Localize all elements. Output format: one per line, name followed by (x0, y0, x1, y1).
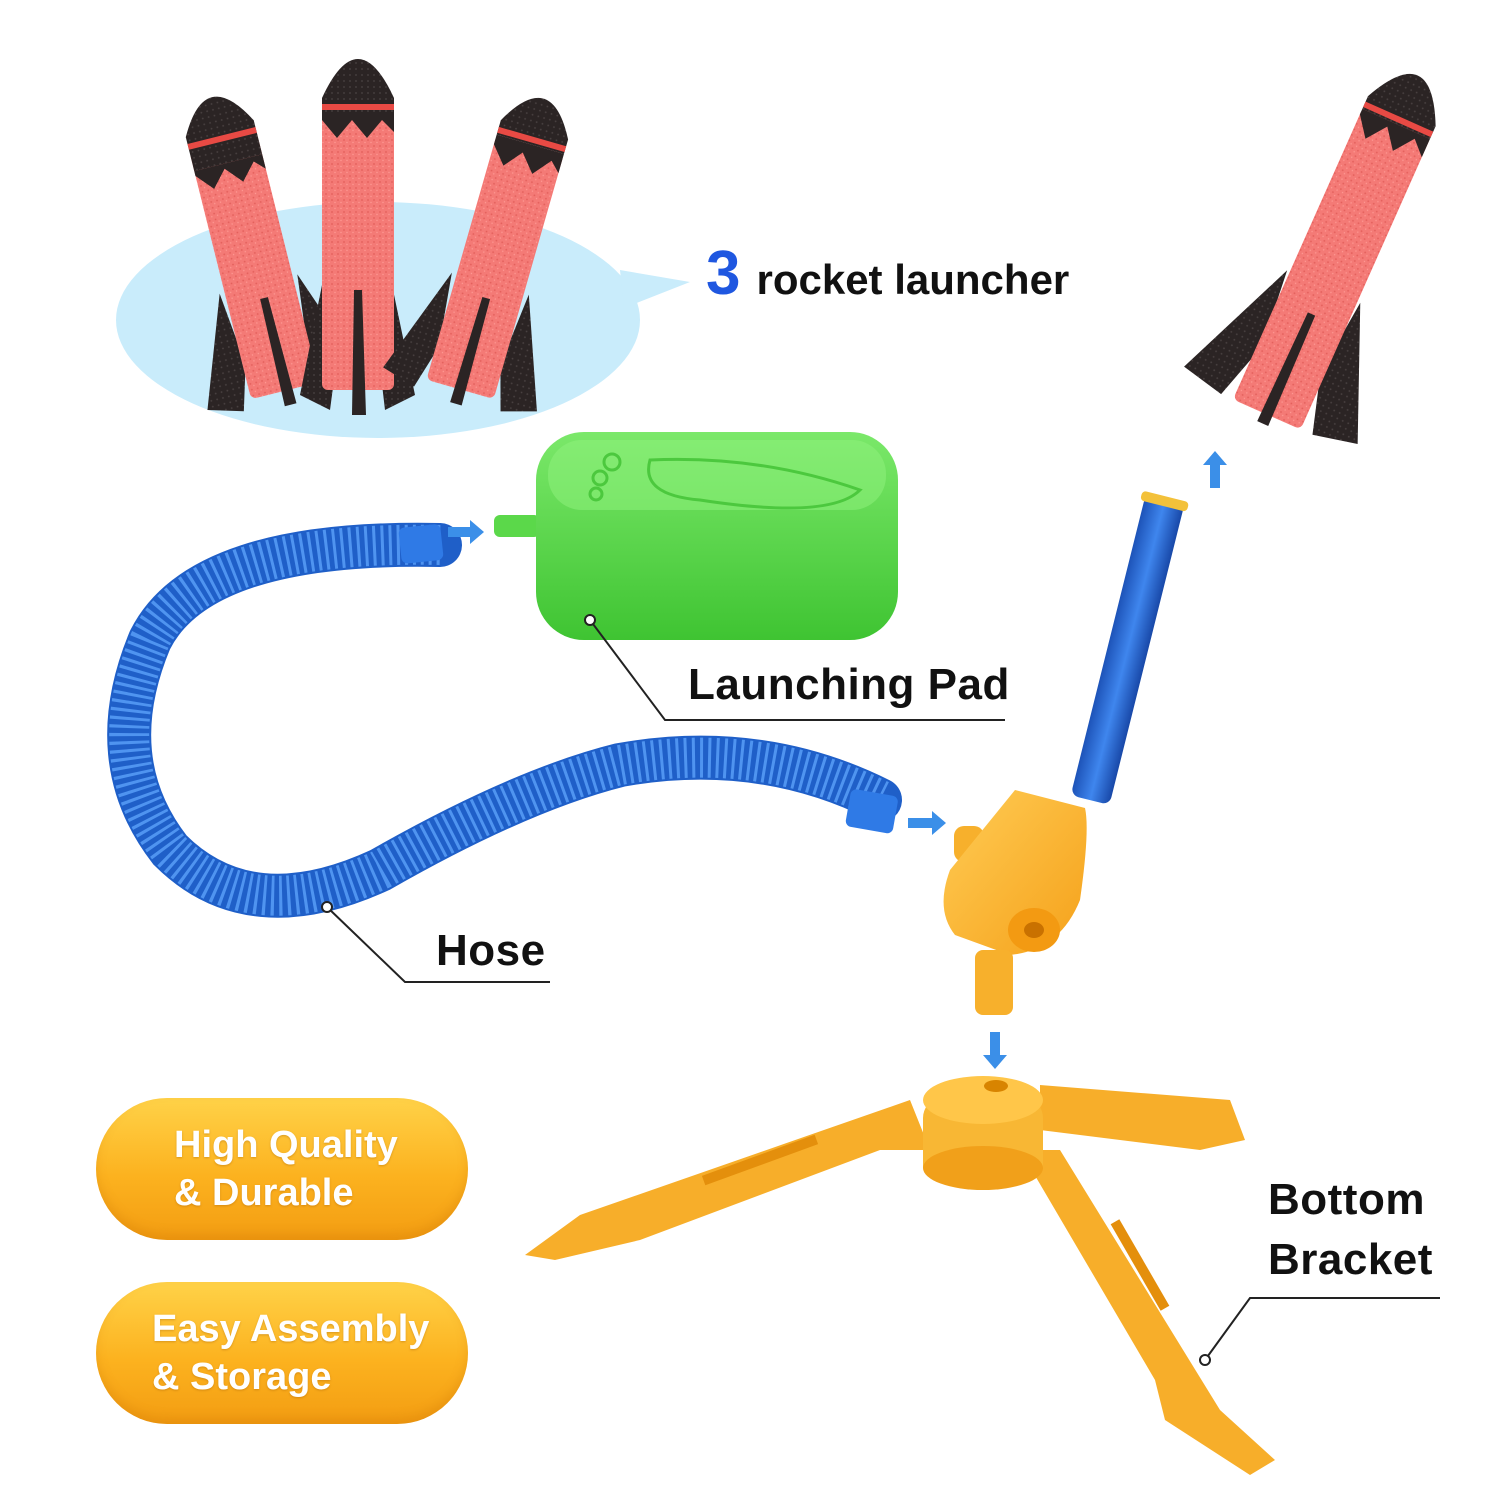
leader-hose (326, 906, 550, 983)
badge-assembly-line1: Easy Assembly (152, 1308, 430, 1350)
badge-assembly: Easy Assembly & Storage (96, 1282, 468, 1424)
arrow-icon (1203, 451, 1227, 488)
badge-quality-line1: High Quality (174, 1124, 398, 1166)
direction-arrows (448, 451, 1227, 1069)
headline-text: rocket launcher (756, 256, 1070, 303)
label-hose: Hose (436, 926, 546, 975)
leader-lines (321, 614, 1440, 1366)
rockets-bubble (116, 59, 690, 438)
launcher-connector (943, 790, 1087, 1015)
leader-launching-pad (589, 619, 1005, 721)
rocket-middle (300, 59, 415, 415)
bubble-tail (620, 270, 690, 308)
label-launching-pad: Launching Pad (688, 660, 1010, 709)
badge-assembly-line2: & Storage (152, 1356, 332, 1398)
rocket-right (383, 97, 569, 412)
badge-quality-line2: & Durable (174, 1172, 354, 1214)
headline: 3 rocket launcher (706, 238, 1069, 309)
arrow-icon (983, 1032, 1007, 1069)
bottom-bracket (525, 1076, 1275, 1475)
headline-number: 3 (706, 239, 741, 308)
launching-pad (494, 432, 898, 640)
badge-quality: High Quality & Durable (96, 1098, 468, 1240)
rocket-flying (1184, 73, 1436, 444)
arrow-icon (448, 520, 484, 544)
launch-tube (1072, 491, 1189, 804)
label-bottom-bracket-line2: Bracket (1268, 1235, 1433, 1284)
arrow-icon (908, 811, 946, 835)
hose (107, 522, 902, 918)
label-bottom-bracket-line1: Bottom (1268, 1175, 1425, 1224)
leader-bottom-bracket (1204, 1297, 1440, 1361)
